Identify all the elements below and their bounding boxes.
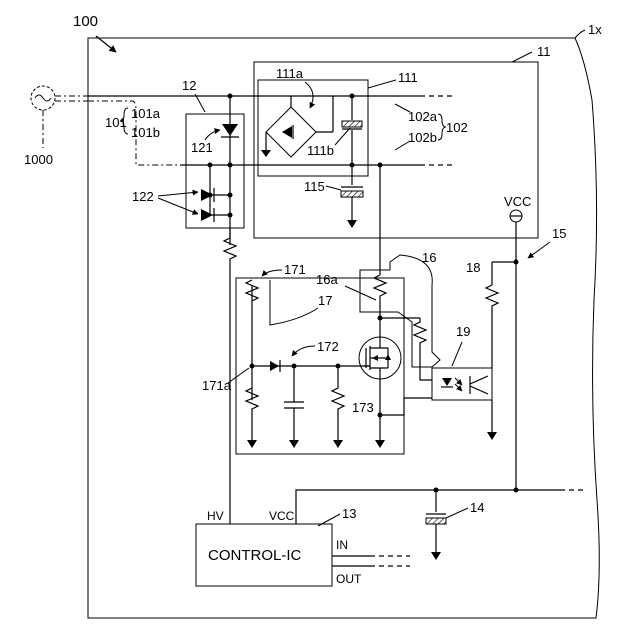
label-16: 16 xyxy=(422,250,436,265)
label-101b: 101b xyxy=(131,125,160,140)
label-15: 15 xyxy=(552,226,566,241)
label-16a: 16a xyxy=(316,272,338,287)
label-board: 1x xyxy=(588,22,602,37)
leader-121 xyxy=(205,130,220,140)
ac-source-symbol xyxy=(31,86,88,148)
label-11: 11 xyxy=(537,44,551,59)
pin-vcc: VCC xyxy=(269,509,295,523)
label-172: 172 xyxy=(317,339,339,354)
label-12: 12 xyxy=(182,78,196,93)
label-18: 18 xyxy=(466,260,480,275)
diode-122-a xyxy=(201,188,214,202)
label-101a: 101a xyxy=(131,106,161,121)
label-102a: 102a xyxy=(408,109,438,124)
label-121: 121 xyxy=(191,140,213,155)
label-171: 171 xyxy=(284,262,306,277)
pin-in: IN xyxy=(336,538,348,552)
label-source: 1000 xyxy=(24,152,53,167)
resistor-18 xyxy=(486,285,498,368)
leader-12 xyxy=(195,94,205,112)
control-ic-name: CONTROL-IC xyxy=(208,547,302,564)
label-111: 111 xyxy=(398,70,418,85)
block-11 xyxy=(254,62,538,238)
label-device: 100 xyxy=(73,13,98,30)
label-171a: 171a xyxy=(202,378,232,393)
capacitor-14 xyxy=(426,518,446,524)
label-102: 102 xyxy=(446,120,468,135)
optocoupler-19 xyxy=(432,368,492,400)
label-111a: 111a xyxy=(276,66,304,81)
pin-out: OUT xyxy=(336,572,362,586)
capacitor-115 xyxy=(341,191,363,197)
board-leader xyxy=(575,30,585,38)
label-122: 122 xyxy=(132,189,154,204)
label-102b: 102b xyxy=(408,130,437,145)
diode-121 xyxy=(221,124,239,137)
capacitor-111b xyxy=(342,121,362,127)
label-173: 173 xyxy=(352,400,374,415)
label-115: 115 xyxy=(304,179,325,194)
diode-122-b xyxy=(201,208,214,222)
resistor-17 xyxy=(332,366,344,440)
label-19: 19 xyxy=(456,324,470,339)
label-vcc-top: VCC xyxy=(504,194,531,209)
label-111b: 111b xyxy=(307,143,334,158)
pin-hv: HV xyxy=(207,509,224,523)
resistor-16a xyxy=(374,275,386,340)
label-14: 14 xyxy=(470,500,484,515)
label-17: 17 xyxy=(318,293,332,308)
label-13: 13 xyxy=(342,506,356,521)
resistor-hv xyxy=(224,238,236,510)
